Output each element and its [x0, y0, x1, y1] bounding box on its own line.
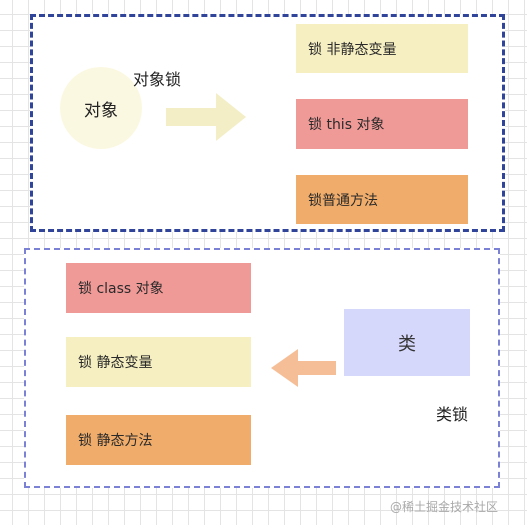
object-lock-label: 对象锁	[133, 70, 182, 89]
object-lock-item-label: 锁 非静态变量	[308, 41, 397, 58]
class-lock-item-label: 锁 静态变量	[78, 355, 153, 371]
class-lock-item-label: 锁 静态方法	[78, 433, 153, 449]
class-lock-item-class-object: 锁 class 对象	[66, 263, 251, 313]
class-lock-item-label: 锁 class 对象	[78, 281, 164, 297]
right-arrow	[166, 93, 246, 141]
object-lock-item-label: 锁 this 对象	[308, 117, 385, 133]
object-lock-item-label: 锁普通方法	[308, 192, 378, 209]
class-node: 类	[344, 309, 470, 376]
object-lock-item-non-static-var: 锁 非静态变量	[296, 24, 468, 73]
class-lock-item-static-method: 锁 静态方法	[66, 415, 251, 465]
object-node: 对象	[60, 67, 142, 149]
left-arrow	[271, 349, 336, 387]
object-lock-item-this-object: 锁 this 对象	[296, 99, 468, 149]
class-node-label: 类	[398, 333, 416, 355]
watermark: @稀土掘金技术社区	[390, 500, 499, 514]
object-lock-item-normal-method: 锁普通方法	[296, 175, 468, 224]
object-node-label: 对象	[84, 100, 118, 121]
class-lock-label: 类锁	[436, 405, 469, 424]
class-lock-item-static-var: 锁 静态变量	[66, 337, 251, 387]
